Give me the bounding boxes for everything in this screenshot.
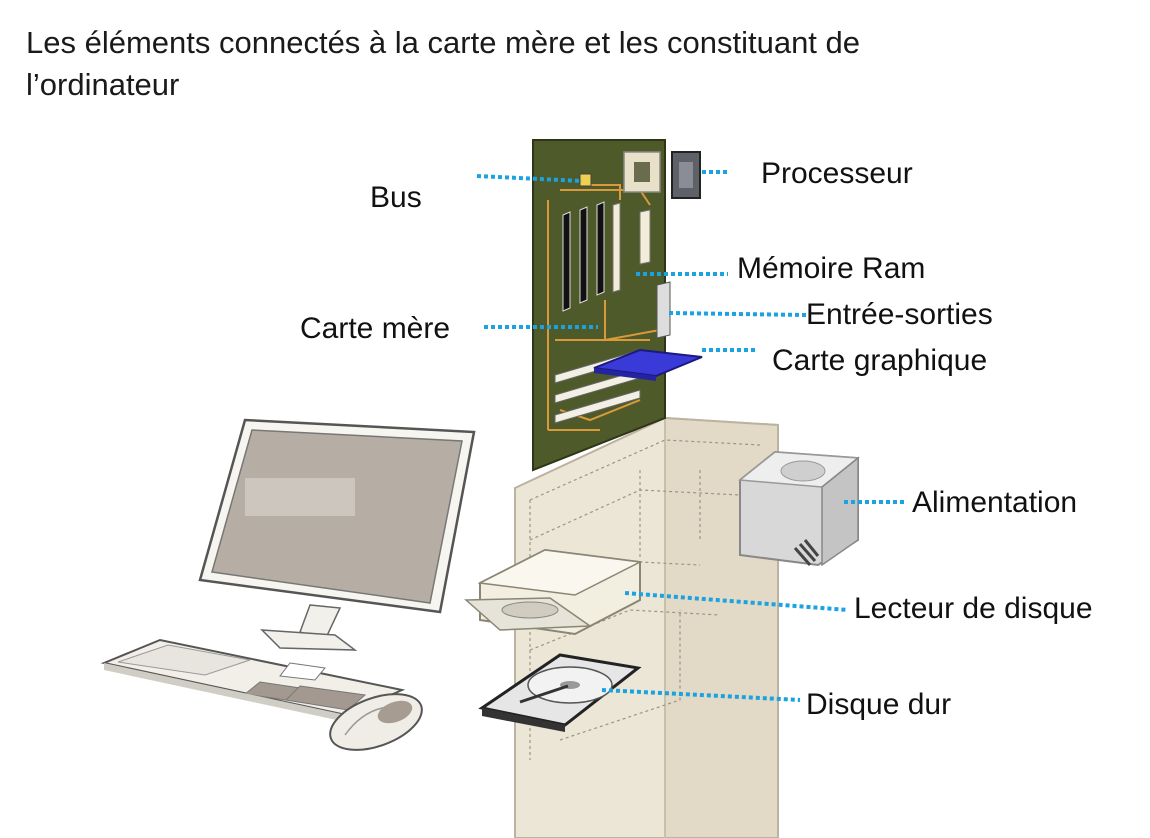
processor-chip bbox=[671, 151, 701, 199]
monitor bbox=[198, 418, 476, 651]
label-memoire-ram: Mémoire Ram bbox=[737, 252, 926, 285]
hard-disk bbox=[478, 653, 642, 732]
keyboard bbox=[100, 638, 406, 722]
label-alimentation: Alimentation bbox=[912, 486, 1078, 519]
label-disque-dur: Disque dur bbox=[806, 688, 952, 721]
graphics-card bbox=[593, 348, 703, 381]
page-title: Les éléments connectés à la carte mère e… bbox=[26, 25, 861, 102]
leader-lines bbox=[476, 170, 906, 702]
optical-drive bbox=[464, 548, 643, 636]
power-supply bbox=[738, 450, 860, 567]
computer-case bbox=[514, 416, 779, 838]
label-bus: Bus bbox=[370, 181, 422, 214]
label-processeur: Processeur bbox=[761, 157, 913, 190]
mouse bbox=[329, 693, 423, 751]
label-carte-mere: Carte mère bbox=[300, 312, 451, 345]
label-carte-graphique: Carte graphique bbox=[772, 344, 988, 377]
label-lecteur-de-disque: Lecteur de disque bbox=[854, 592, 1093, 625]
motherboard bbox=[532, 139, 671, 472]
label-entree-sorties: Entrée-sorties bbox=[806, 298, 993, 331]
